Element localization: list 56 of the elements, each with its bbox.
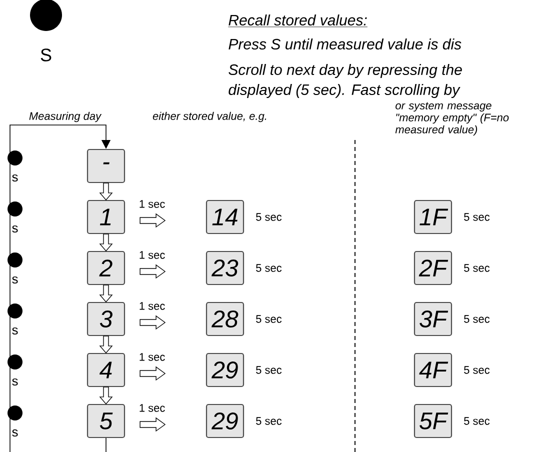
display-box: 3F [414, 302, 452, 336]
arrow [140, 264, 166, 279]
duration-label: 5 sec [464, 315, 490, 323]
display-box: 1 [86, 200, 126, 234]
display-box: 2F [414, 250, 452, 286]
button-label: s [12, 327, 18, 335]
arrow [99, 234, 113, 252]
column-heading: Measuring day [29, 112, 102, 122]
display-box: 3 [86, 302, 126, 336]
display-box: 5 [86, 404, 126, 438]
button-label: s [12, 429, 18, 437]
duration-label: 5 sec [464, 417, 490, 425]
display-box: 29 [206, 352, 244, 388]
column-heading: either stored value, e.g. [152, 112, 266, 122]
button-label: s [12, 276, 18, 284]
display-box: 1F [414, 200, 452, 234]
display-box: 5F [414, 404, 452, 438]
duration-label: 5 sec [256, 417, 282, 425]
display-box: 29 [206, 404, 244, 438]
arrow [99, 336, 113, 354]
arrow [99, 284, 113, 302]
column-heading: or system message "memory empty" (F=no measured value) [395, 102, 509, 136]
edge-label: 1 sec [138, 352, 166, 362]
duration-label: 5 sec [464, 264, 490, 272]
duration-label: 5 sec [256, 366, 282, 374]
display-box: 14 [206, 200, 244, 234]
heading: Recall stored values: [228, 14, 368, 28]
duration-label: 5 sec [256, 315, 282, 323]
button-label: s [12, 378, 18, 386]
button-label: s [12, 174, 18, 182]
arrow [140, 366, 166, 381]
duration-label: 5 sec [464, 213, 490, 221]
display-box: - [86, 148, 126, 184]
arrow [140, 315, 166, 330]
edge-label: 1 sec [138, 301, 166, 311]
duration-label: 5 sec [464, 366, 490, 374]
arrow [140, 213, 166, 228]
arrow [99, 386, 113, 404]
instruction-text: Press S until measured value is dis [228, 38, 462, 50]
loop-arrow [10, 124, 111, 452]
display-box: 23 [206, 250, 244, 286]
edge-label: 1 sec [138, 199, 166, 209]
duration-label: 5 sec [256, 264, 282, 272]
display-box: 28 [206, 302, 244, 336]
button-label: S [40, 48, 52, 62]
edge-label: 1 sec [138, 403, 166, 413]
button-label: s [12, 225, 18, 233]
duration-label: 5 sec [256, 213, 282, 221]
display-box: 2 [86, 250, 126, 286]
edge-label: 1 sec [138, 250, 166, 260]
instruction-text: Scroll to next day by repressing the [228, 64, 462, 78]
arrow [99, 182, 113, 200]
arrow [140, 417, 166, 432]
display-box: 4F [414, 352, 452, 388]
instruction-text: displayed (5 sec). Fast scrolling by [228, 84, 460, 98]
display-box: 4 [86, 352, 126, 388]
